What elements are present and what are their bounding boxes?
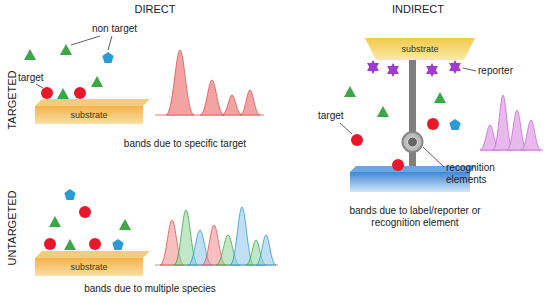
reporter-star — [449, 63, 461, 74]
target-particle — [44, 238, 56, 250]
leader-line — [340, 123, 352, 134]
annotation-label: bands due to specific target — [124, 138, 246, 150]
spectrum-peak — [507, 110, 527, 150]
spectrum-peak — [256, 235, 276, 265]
leader-line — [463, 68, 476, 71]
reporter-star — [367, 63, 379, 74]
spectrum-peak — [493, 95, 513, 150]
nontarget-triangle — [60, 44, 72, 55]
leader-line — [71, 36, 100, 45]
substrate-top-face — [35, 251, 150, 258]
red-spectrum — [166, 50, 260, 115]
leader-line — [423, 147, 444, 167]
recognition-ring — [403, 132, 423, 152]
column-heading: DIRECT — [135, 3, 176, 16]
substrate-block: substrate — [35, 106, 143, 124]
substrate-block: substrate — [365, 38, 475, 60]
nontarget-pentagon — [102, 52, 113, 63]
target-particle — [74, 87, 86, 99]
leader-line — [108, 36, 112, 50]
substrate-block: substrate — [35, 258, 143, 276]
nontarget-triangle — [344, 86, 356, 97]
substrate-top-face — [35, 99, 150, 106]
nontarget-triangle — [377, 106, 389, 117]
target-particle — [427, 118, 439, 130]
linker-rod — [409, 58, 416, 173]
substrate-label: substrate — [401, 44, 438, 55]
target-particle — [351, 134, 363, 146]
target-particle — [79, 206, 91, 218]
annotation-label: non target — [92, 23, 137, 35]
nontarget-triangle — [24, 49, 36, 60]
spectrum-peak — [166, 50, 194, 115]
mixed-spectrum — [160, 207, 276, 265]
row-heading: TARGETED — [6, 70, 19, 129]
target-particle — [392, 159, 404, 171]
purple-spectrum — [480, 95, 541, 150]
substrate-label: substrate — [70, 262, 107, 273]
recognition-core — [408, 137, 418, 147]
nontarget-pentagon — [449, 119, 460, 130]
reporter-star — [426, 66, 438, 77]
nontarget-triangle — [119, 219, 131, 230]
leader-line — [36, 84, 43, 88]
substrate-label: substrate — [70, 110, 107, 121]
nontarget-pentagon — [64, 189, 75, 200]
annotation-label: target — [318, 110, 344, 122]
spectrum-peak — [521, 120, 541, 150]
annotation-label: bands due to multiple species — [84, 283, 216, 295]
reporter-stars — [367, 60, 461, 77]
annotation-label: recognition elements — [446, 162, 516, 186]
reporter-star — [387, 66, 399, 77]
indirect-targeted-scene — [340, 58, 543, 192]
nontarget-triangle — [57, 88, 69, 99]
nontarget-triangle — [64, 239, 76, 250]
spectrum-peak — [200, 80, 224, 115]
spectrum-peak — [222, 95, 242, 115]
column-heading: INDIRECT — [392, 3, 444, 16]
annotation-label: target — [18, 72, 44, 84]
annotation-label: bands due to label/reporter or recogniti… — [340, 205, 490, 229]
nontarget-triangle — [91, 76, 103, 87]
nontarget-triangle — [49, 216, 61, 227]
row-heading: UNTARGETED — [6, 191, 19, 266]
direct-targeted-scene — [24, 36, 264, 115]
untargeted-scene — [35, 189, 278, 265]
target-particle — [41, 87, 53, 99]
nontarget-triangle — [434, 92, 446, 103]
spectrum-peak — [240, 90, 260, 115]
nontarget-pentagon — [112, 239, 123, 250]
annotation-label: reporter — [478, 65, 513, 77]
target-particle — [89, 238, 101, 250]
